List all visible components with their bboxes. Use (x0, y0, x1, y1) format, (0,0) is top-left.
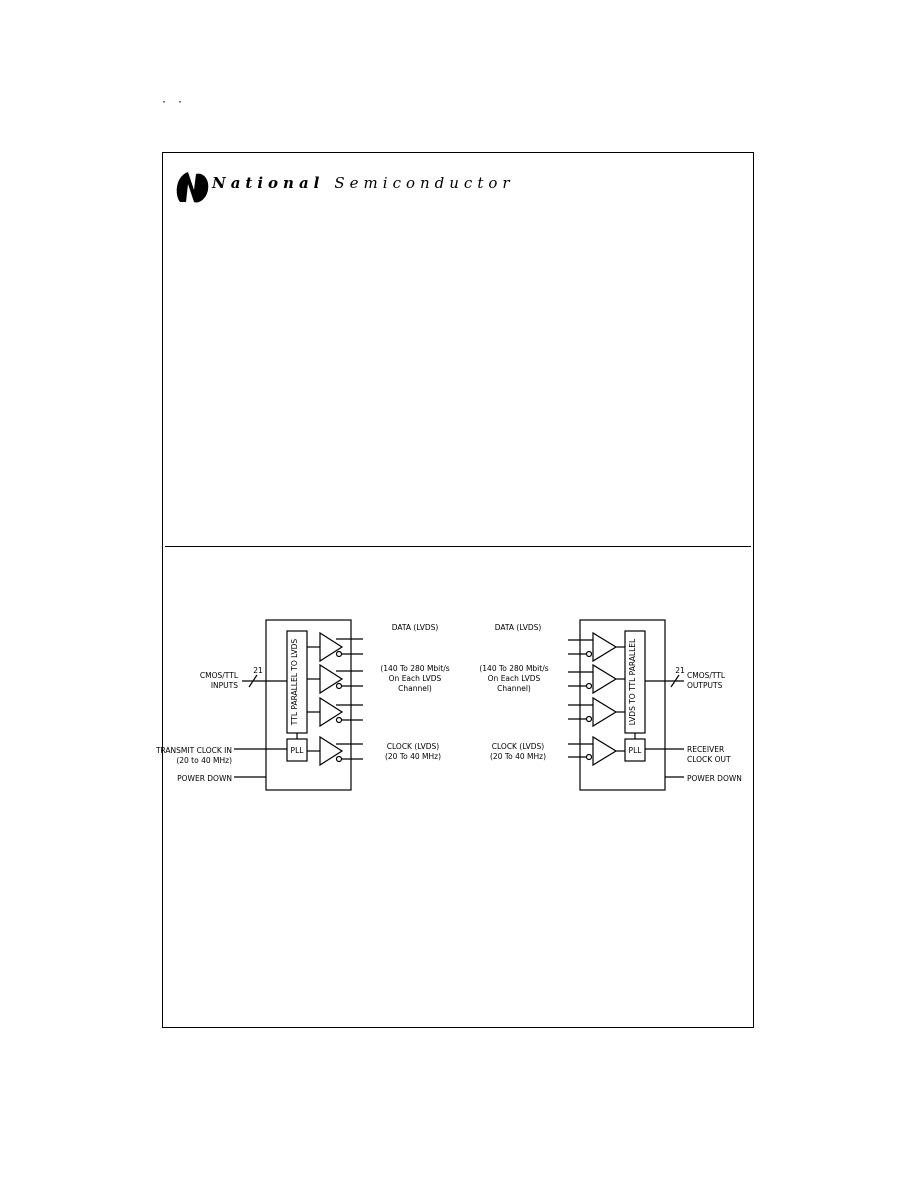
transmitter-power-down-label: POWER DOWN (177, 774, 232, 783)
receiver-1 (592, 631, 618, 663)
receiver-output-label-1: CMOS/TTL (687, 671, 726, 680)
transmitter-pll-label: PLL (291, 746, 305, 755)
receiver-power-down-label: POWER DOWN (687, 774, 742, 783)
transmit-clock-in-label-2: (20 to 40 MHz) (176, 756, 232, 765)
page-frame (162, 152, 754, 1028)
transmitter-clock-out-label-1: CLOCK (LVDS) (387, 742, 440, 751)
section-divider (165, 546, 751, 547)
receiver-bus-width: 21 (675, 666, 685, 675)
receiver-clock-out-label-2: CLOCK OUT (687, 755, 731, 764)
national-semiconductor-n-logo-icon (176, 172, 209, 203)
receiver-data-label: DATA (LVDS) (495, 623, 542, 632)
transmitter-data-label: DATA (LVDS) (392, 623, 439, 632)
transmitter-input-label-1: CMOS/TTL (200, 671, 239, 680)
driver-3 (319, 696, 344, 728)
receiver-block (568, 619, 684, 791)
receiver-clock-in-label-1: CLOCK (LVDS) (492, 742, 545, 751)
transmitter-rate-label-3: Channel) (398, 684, 432, 693)
serializer-label: TTL PARALLEL TO LVDS (290, 639, 299, 727)
transmitter-clock-out-label-2: (20 To 40 MHz) (385, 752, 441, 761)
transmitter-rate-label-1: (140 To 280 Mbit/s (380, 664, 449, 673)
deserializer-label: LVDS TO TTL PARALLEL (628, 638, 637, 725)
receiver-rate-label-2: On Each LVDS (488, 674, 541, 683)
brand-word-semiconductor: Semiconductor (334, 174, 515, 192)
receiver-3 (592, 696, 618, 728)
transmitter-rate-label-2: On Each LVDS (389, 674, 442, 683)
receiver-clock-in-label-2: (20 To 40 MHz) (490, 752, 546, 761)
clock-driver (319, 735, 344, 767)
receiver-pll-label: PLL (629, 746, 643, 755)
brand-name: National Semiconductor (212, 174, 515, 192)
receiver-rate-label-1: (140 To 280 Mbit/s (479, 664, 548, 673)
transmitter-input-label-2: INPUTS (211, 681, 238, 690)
receiver-2 (592, 663, 618, 695)
transmit-clock-in-label-1: TRANSMIT CLOCK IN (155, 746, 232, 755)
clock-receiver (592, 735, 618, 767)
receiver-rate-label-3: Channel) (497, 684, 531, 693)
brand-word-national: National (212, 174, 325, 192)
transmitter-bus-width: 21 (253, 666, 263, 675)
transmitter-block (234, 619, 363, 791)
receiver-clock-out-label-1: RECEIVER (687, 745, 724, 754)
corner-mark: · · (161, 97, 186, 108)
receiver-output-label-2: OUTPUTS (687, 681, 723, 690)
